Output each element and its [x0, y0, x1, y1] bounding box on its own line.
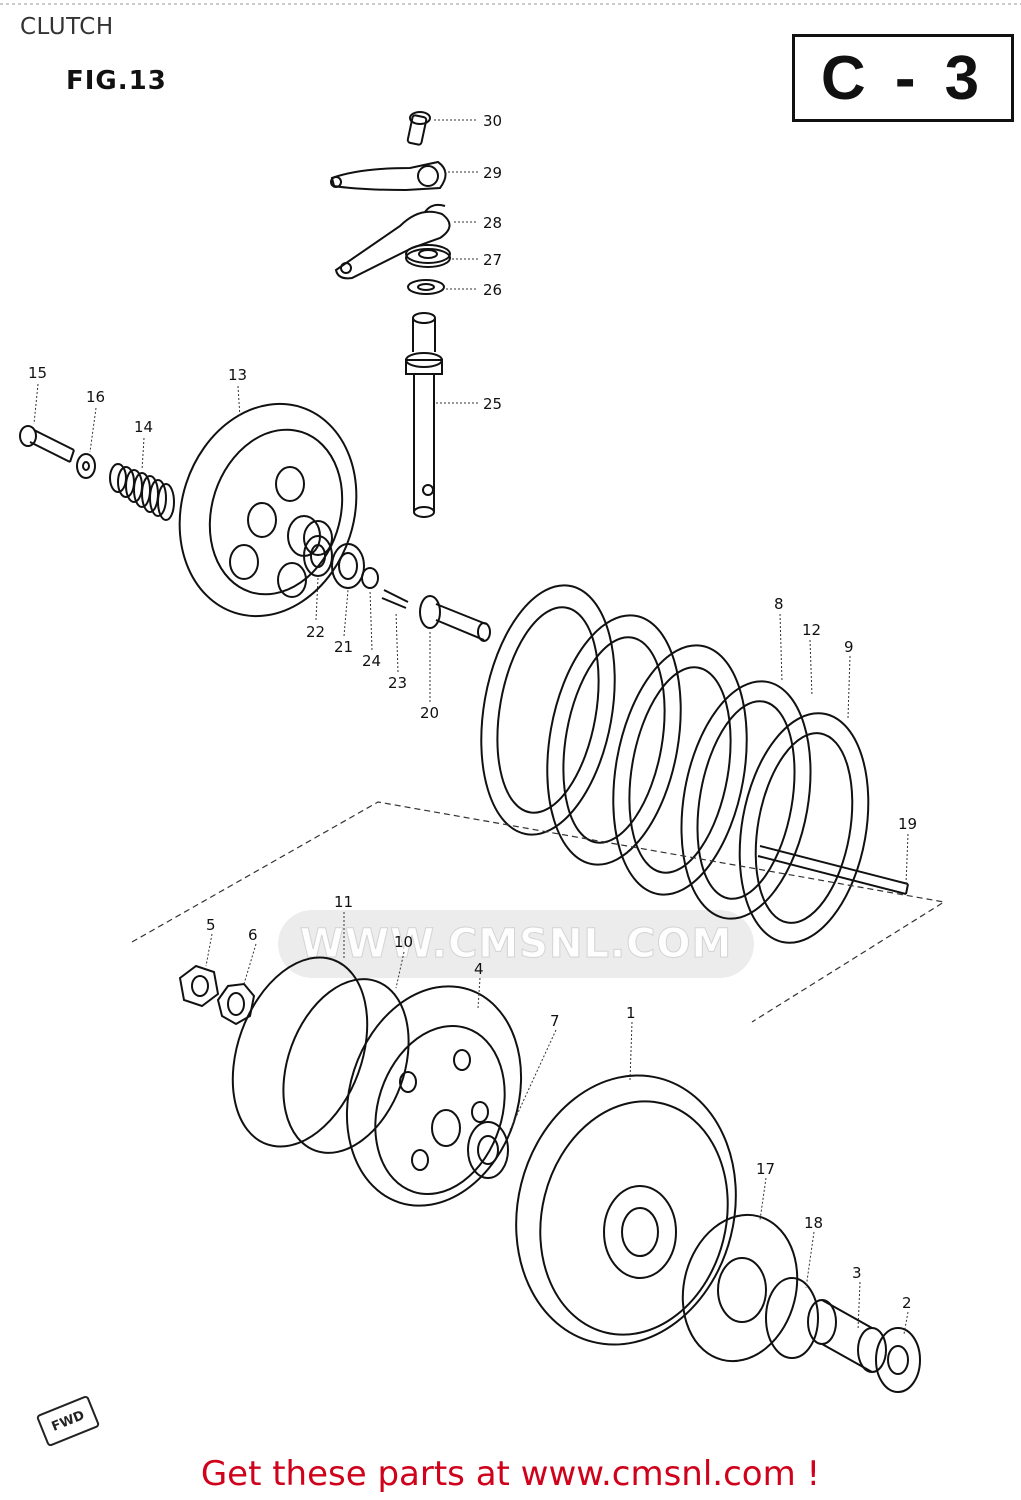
spacer-3: [807, 1299, 887, 1373]
forward-arrow-label: FWD: [49, 1407, 87, 1435]
part-label-10: 10: [394, 933, 413, 951]
assembly-outline: [131, 801, 946, 1023]
primary-driven-gear: [515, 1074, 737, 1346]
oil-seal: [405, 244, 451, 268]
gear-17: [681, 1213, 799, 1363]
clutch-sleeve-hub: [345, 985, 523, 1207]
part-label-12: 12: [802, 621, 821, 639]
release-arm: [330, 160, 447, 192]
part-label-21: 21: [334, 638, 353, 656]
part-label-11: 11: [334, 893, 353, 911]
part-label-23: 23: [388, 674, 407, 692]
washer-22: [303, 535, 333, 577]
lock-washer-6: [216, 982, 256, 1026]
footer-cta-link[interactable]: Get these parts at www.cmsnl.com !: [200, 1454, 821, 1494]
part-label-4: 4: [474, 960, 484, 978]
section-code: C - 3: [820, 43, 986, 113]
part-label-20: 20: [420, 704, 439, 722]
plate-10: [282, 978, 410, 1154]
part-label-17: 17: [756, 1160, 775, 1178]
nut-5: [178, 964, 220, 1008]
washer-7: [467, 1121, 509, 1179]
part-label-13: 13: [228, 366, 247, 384]
part-label-5: 5: [206, 916, 216, 934]
section-code-box: C - 3: [792, 34, 1014, 122]
figure-label: FIG.13: [66, 66, 167, 96]
watermark: WWW.CMSNL.COM: [278, 910, 754, 978]
part-label-15: 15: [28, 364, 47, 382]
part-label-14: 14: [134, 418, 153, 436]
washer-26: [407, 279, 445, 295]
part-label-28: 28: [483, 214, 502, 232]
pin-23: [381, 589, 409, 609]
release-bearing: [331, 543, 365, 589]
part-label-26: 26: [483, 281, 502, 299]
part-label-19: 19: [898, 815, 917, 833]
release-bolt: [406, 111, 431, 146]
plate-11: [231, 956, 369, 1148]
page-title: CLUTCH: [20, 14, 114, 40]
release-lever: [334, 203, 451, 280]
ring-18: [765, 1277, 819, 1359]
clutch-plates-stack: [480, 584, 909, 944]
ring-24: [361, 567, 379, 589]
release-shaft: [405, 312, 443, 518]
part-label-1: 1: [626, 1004, 636, 1022]
part-number-labels: 30 29 28 27 26 25 15 16 14 13 22 21 24 2…: [28, 112, 917, 1312]
clutch-spring: [109, 463, 175, 521]
part-label-6: 6: [248, 926, 258, 944]
part-label-29: 29: [483, 164, 502, 182]
part-label-18: 18: [804, 1214, 823, 1232]
thrust-washer-2: [875, 1327, 921, 1393]
part-label-27: 27: [483, 251, 502, 269]
part-label-8: 8: [774, 595, 784, 613]
part-label-30: 30: [483, 112, 502, 130]
part-label-7: 7: [550, 1012, 560, 1030]
push-piece-20: [419, 595, 491, 642]
clutch-spring-bolt: [19, 425, 75, 463]
watermark-text: WWW.CMSNL.COM: [299, 921, 733, 968]
part-label-25: 25: [483, 395, 502, 413]
part-label-22: 22: [306, 623, 325, 641]
washer-16: [76, 453, 96, 479]
pressure-plate: [178, 402, 358, 618]
part-label-9: 9: [844, 638, 854, 656]
part-label-2: 2: [902, 1294, 912, 1312]
part-label-3: 3: [852, 1264, 862, 1282]
part-label-24: 24: [362, 652, 381, 670]
part-label-16: 16: [86, 388, 105, 406]
